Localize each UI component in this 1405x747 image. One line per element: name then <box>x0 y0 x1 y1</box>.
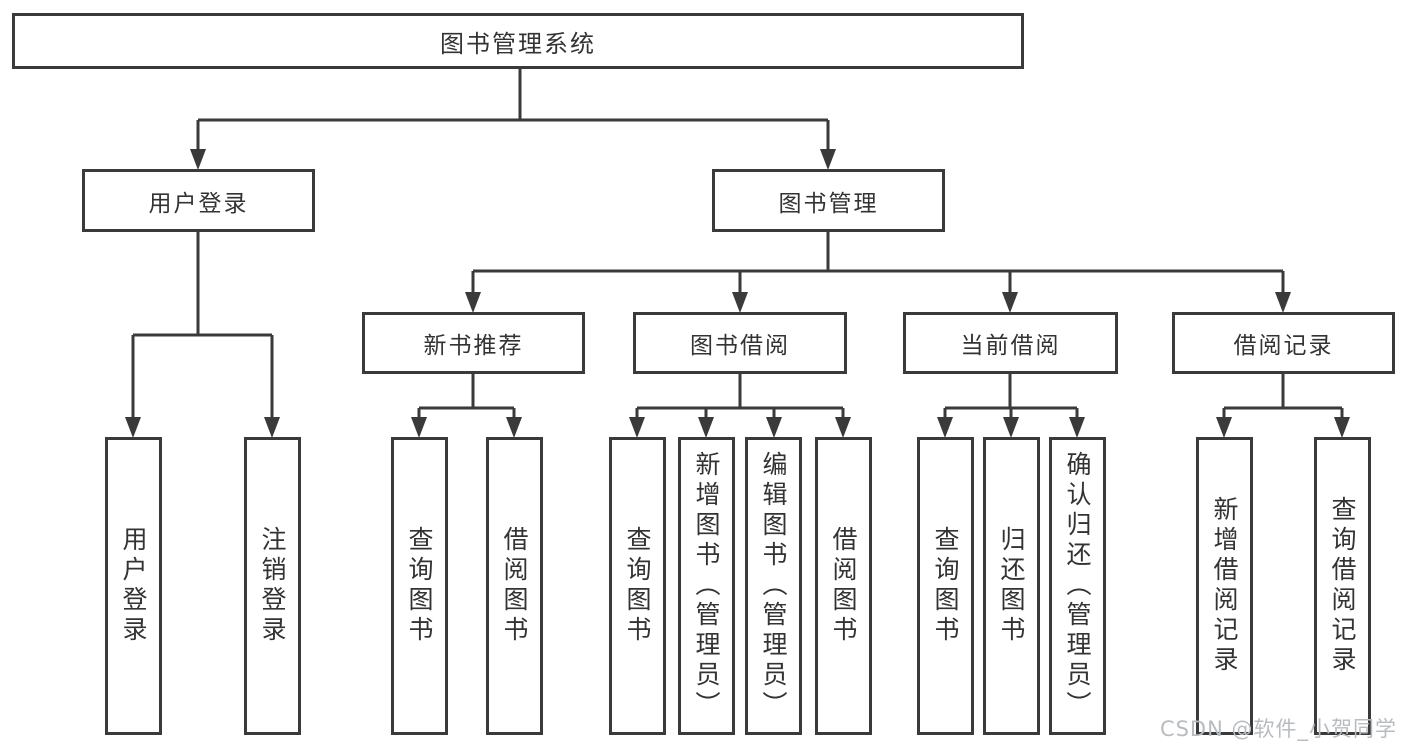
leaf-confirm-return-admin: 确认归还（管理员） <box>1049 437 1106 735</box>
node-label: 归还图书 <box>997 526 1026 646</box>
node-label: 查询借阅记录 <box>1328 496 1357 676</box>
node-label: 图书管理系统 <box>440 29 596 58</box>
node-book-management: 图书管理 <box>712 169 945 232</box>
node-label: 新增借阅记录 <box>1210 496 1239 676</box>
leaf-borrow-books: 借阅图书 <box>815 437 872 735</box>
node-user-login-branch: 用户登录 <box>82 169 315 232</box>
leaf-edit-books-admin: 编辑图书（管理员） <box>745 437 802 735</box>
node-label: 用户登录 <box>119 526 148 646</box>
node-current-borrowing: 当前借阅 <box>903 312 1118 374</box>
node-label: 确认归还（管理员） <box>1063 451 1092 721</box>
leaf-query-books-borrowing: 查询图书 <box>609 437 666 735</box>
node-label: 新书推荐 <box>423 333 524 359</box>
arrowheads <box>125 149 1350 438</box>
node-label: 当前借阅 <box>960 333 1061 359</box>
node-label: 查询图书 <box>623 526 652 646</box>
node-library-management-system: 图书管理系统 <box>12 13 1024 69</box>
csdn-watermark: CSDN @软件_小贺同学 <box>1159 717 1397 741</box>
leaf-add-books-admin: 新增图书（管理员） <box>678 437 735 735</box>
node-new-book-recommendation: 新书推荐 <box>362 312 585 374</box>
node-label: 借阅图书 <box>829 526 858 646</box>
node-label: 用户登录 <box>148 190 249 217</box>
leaf-logout: 注销登录 <box>244 437 301 735</box>
node-label: 图书借阅 <box>690 333 790 359</box>
node-borrowing-records: 借阅记录 <box>1172 312 1395 374</box>
node-label: 图书管理 <box>778 190 879 217</box>
node-label: 借阅记录 <box>1233 333 1334 359</box>
leaf-query-books-recommend: 查询图书 <box>391 437 448 735</box>
node-label: 借阅图书 <box>500 526 529 646</box>
leaf-query-borrow-record: 查询借阅记录 <box>1314 437 1371 735</box>
leaf-add-borrow-record: 新增借阅记录 <box>1196 437 1253 735</box>
leaf-borrow-books-recommend: 借阅图书 <box>486 437 543 735</box>
node-label: 新增图书（管理员） <box>692 451 721 721</box>
node-label: 查询图书 <box>405 526 434 646</box>
leaf-query-books-current: 查询图书 <box>917 437 974 735</box>
leaf-user-login: 用户登录 <box>105 437 162 735</box>
node-label: 注销登录 <box>258 526 287 646</box>
node-label: 编辑图书（管理员） <box>759 451 788 721</box>
node-label: 查询图书 <box>931 526 960 646</box>
node-book-borrowing: 图书借阅 <box>633 312 847 374</box>
leaf-return-books: 归还图书 <box>983 437 1040 735</box>
